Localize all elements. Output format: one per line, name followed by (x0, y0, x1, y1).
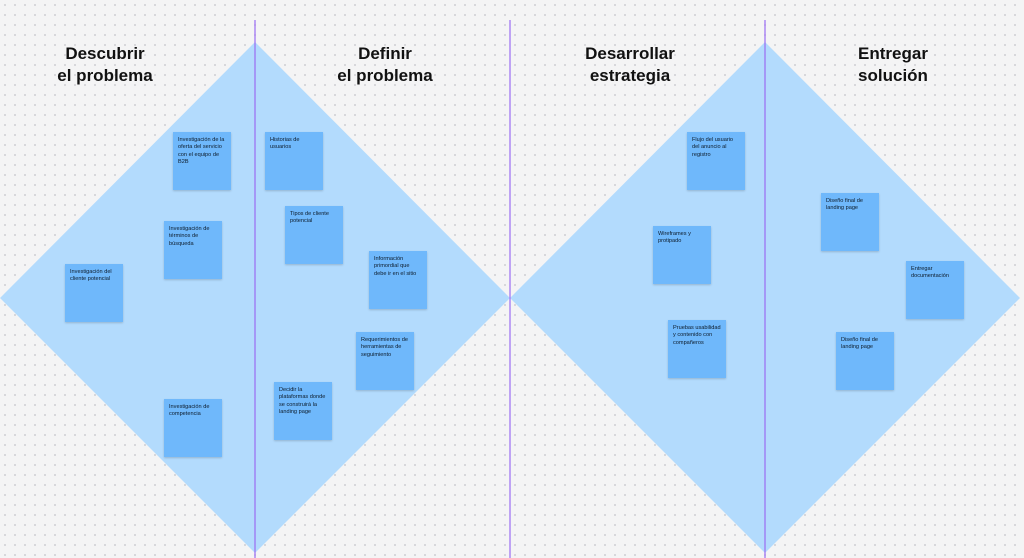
sticky-note[interactable]: Historias de usuarios (265, 132, 323, 190)
phase-title-line1: Desarrollar (585, 44, 675, 63)
phase-title-line2: solución (858, 66, 928, 85)
phase-title-deliver: Entregar solución (793, 43, 993, 87)
sticky-note[interactable]: Requerimientos de herramientas de seguim… (356, 332, 414, 390)
sticky-note[interactable]: Wireframes y protipado (653, 226, 711, 284)
sticky-note[interactable]: Investigación de la oferta del servicio … (173, 132, 231, 190)
phase-title-line1: Entregar (858, 44, 928, 63)
phase-title-line2: estrategia (589, 66, 671, 85)
phase-title-define: Definir el problema (285, 43, 485, 87)
sticky-note[interactable]: Pruebas usabilidad y contenido con compa… (668, 320, 726, 378)
sticky-note[interactable]: Información primordial que debe ir en el… (369, 251, 427, 309)
phase-title-line1: Definir (358, 44, 412, 63)
sticky-note[interactable]: Diseño final de landing page (836, 332, 894, 390)
sticky-note[interactable]: Entregar documentación (906, 261, 964, 319)
phase-title-develop: Desarrollar estrategia (530, 43, 730, 87)
sticky-note[interactable]: Tipos de cliente potencial (285, 206, 343, 264)
phase-title-line2: el problema (57, 66, 153, 85)
phase-title-line1: Descubrir (65, 44, 145, 63)
sticky-note[interactable]: Diseño final de landing page (821, 193, 879, 251)
sticky-note[interactable]: Flujo del usuario del anuncio al registr… (687, 132, 745, 190)
sticky-note[interactable]: Investigación de competencia (164, 399, 222, 457)
phase-title-discover: Descubrir el problema (5, 43, 205, 87)
sticky-note[interactable]: Investigación del cliente potencial (65, 264, 123, 322)
sticky-note[interactable]: Decidir la plataformas donde se construi… (274, 382, 332, 440)
sticky-note[interactable]: Investigación de términos de búsqueda (164, 221, 222, 279)
phase-title-line2: el problema (337, 66, 433, 85)
